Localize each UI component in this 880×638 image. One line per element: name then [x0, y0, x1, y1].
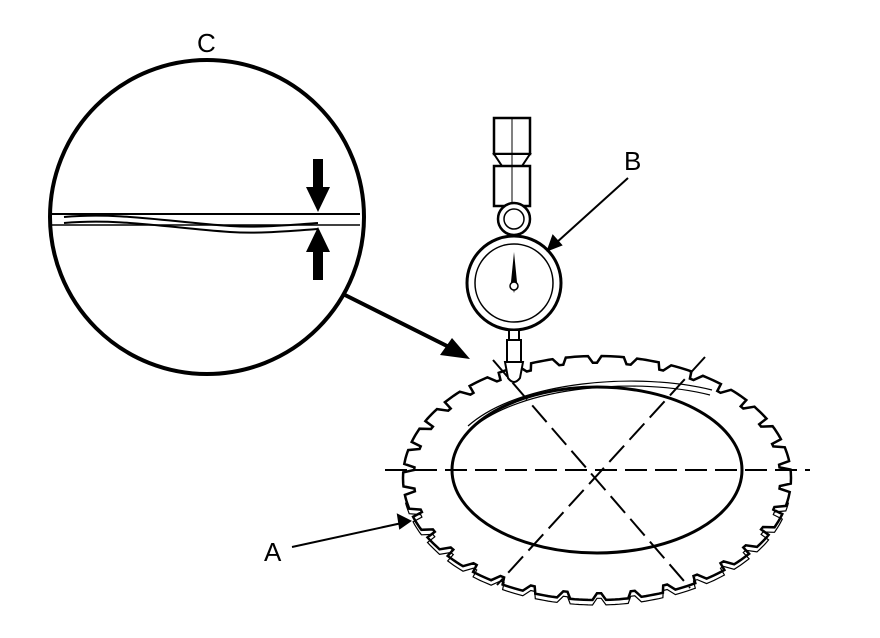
- callout-a-label: A: [264, 537, 282, 567]
- leader-b: [546, 177, 629, 252]
- callout-b-label: B: [624, 146, 642, 176]
- detail-pointer-arrow: [344, 293, 470, 359]
- clutch-plate-icon: [385, 354, 810, 606]
- detail-magnifier-icon: [48, 58, 366, 376]
- warpage-arrow-down-icon: [306, 159, 330, 212]
- callout-c-label: C: [197, 28, 216, 58]
- warpage-arrow-up-icon: [306, 227, 330, 280]
- leader-a: [291, 513, 412, 548]
- dial-indicator-icon: [465, 116, 563, 383]
